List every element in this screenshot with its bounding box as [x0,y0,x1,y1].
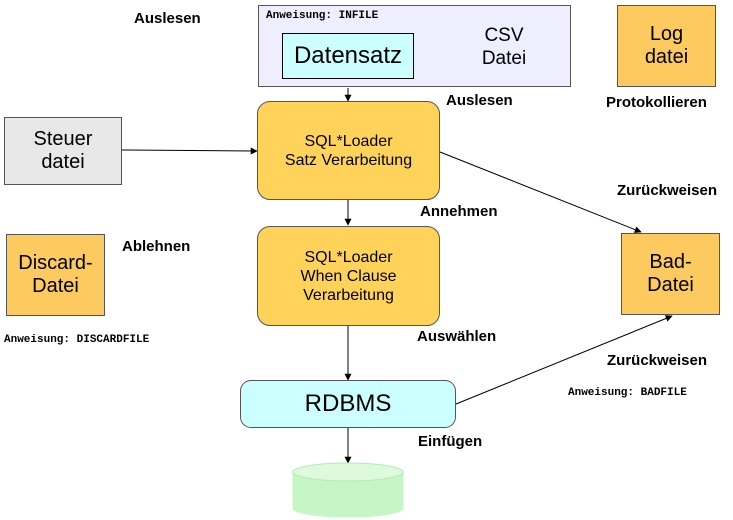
badfile-statement: Anweisung: BADFILE [568,387,687,399]
label-zurueckweisen-top: Zurückweisen [617,182,718,199]
label-ablehnen: Ablehnen [122,238,191,255]
label-einfuegen: Einfügen [418,433,483,450]
label-auslesen-mid: Auslesen [446,92,513,109]
arrow-loader-to-bad [439,151,642,233]
label-annehmen: Annehmen [420,203,498,220]
arrow-rdbms-to-bad [455,315,673,405]
sql-loader-when-clause-processing: SQL*Loader When Clause Verarbeitung [257,226,440,326]
discardfile-statement: Anweisung: DISCARDFILE [4,334,150,346]
datensatz-box: Datensatz [282,33,414,79]
steuer-file-box: Steuer datei [4,117,122,185]
discard-file-box: Discard- Datei [6,234,105,316]
label-auswaehlen: Auswählen [417,328,497,345]
label-protokollieren: Protokollieren [606,94,707,111]
label-zurueckweisen-bottom: Zurückweisen [607,352,708,369]
bad-file-box: Bad- Datei [621,233,720,315]
infile-statement: Anweisung: INFILE [266,10,379,22]
sql-loader-record-processing: SQL*Loader Satz Verarbeitung [257,101,440,200]
label-auslesen-left: Auslesen [134,10,201,27]
log-file-box: Log datei [617,5,716,87]
arrow-steuer-to-loader [121,147,258,155]
rdbms-box: RDBMS [240,380,456,428]
csv-file-title: CSV Datei [481,25,527,69]
database-icon [292,462,404,518]
